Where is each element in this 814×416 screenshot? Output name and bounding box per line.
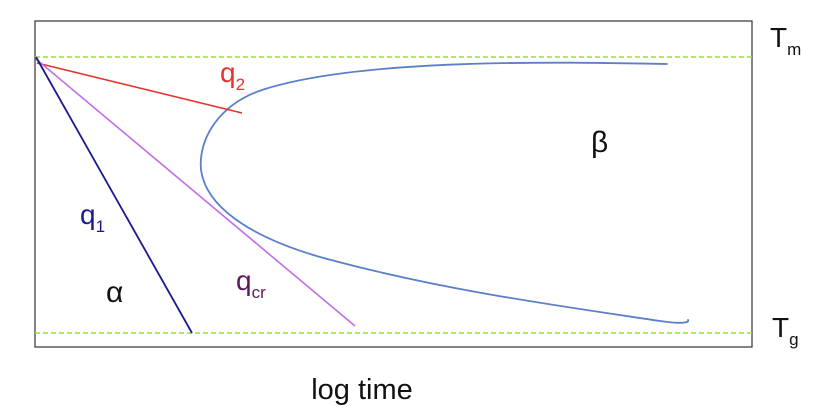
label-q1-sub: 1	[96, 217, 105, 236]
t-glass-main: T	[772, 312, 789, 343]
melting-temperature-label: Tm	[770, 22, 801, 59]
cooling-path-q1	[35, 56, 193, 334]
label-q1: q1	[80, 199, 105, 236]
label-qcr-main: q	[236, 265, 252, 296]
phase-beta-label: β	[591, 126, 608, 159]
plot-frame	[34, 20, 753, 348]
label-q2-main: q	[220, 57, 236, 88]
glass-transition-label: Tg	[772, 312, 799, 349]
transformation-curve	[199, 61, 690, 324]
label-q2: q2	[220, 57, 245, 94]
cooling-path-q2	[36, 62, 243, 114]
t-melt-main: T	[770, 22, 787, 53]
label-qcr-sub: cr	[252, 283, 267, 302]
t-melt-sub: m	[787, 40, 801, 59]
cooling-path-qcr	[35, 58, 356, 327]
x-axis-label: log time	[311, 374, 413, 406]
label-q1-main: q	[80, 199, 96, 230]
t-glass-sub: g	[789, 330, 798, 349]
label-q2-sub: 2	[236, 75, 245, 94]
label-qcr: qcr	[236, 265, 266, 302]
phase-alpha-label: α	[106, 276, 123, 309]
